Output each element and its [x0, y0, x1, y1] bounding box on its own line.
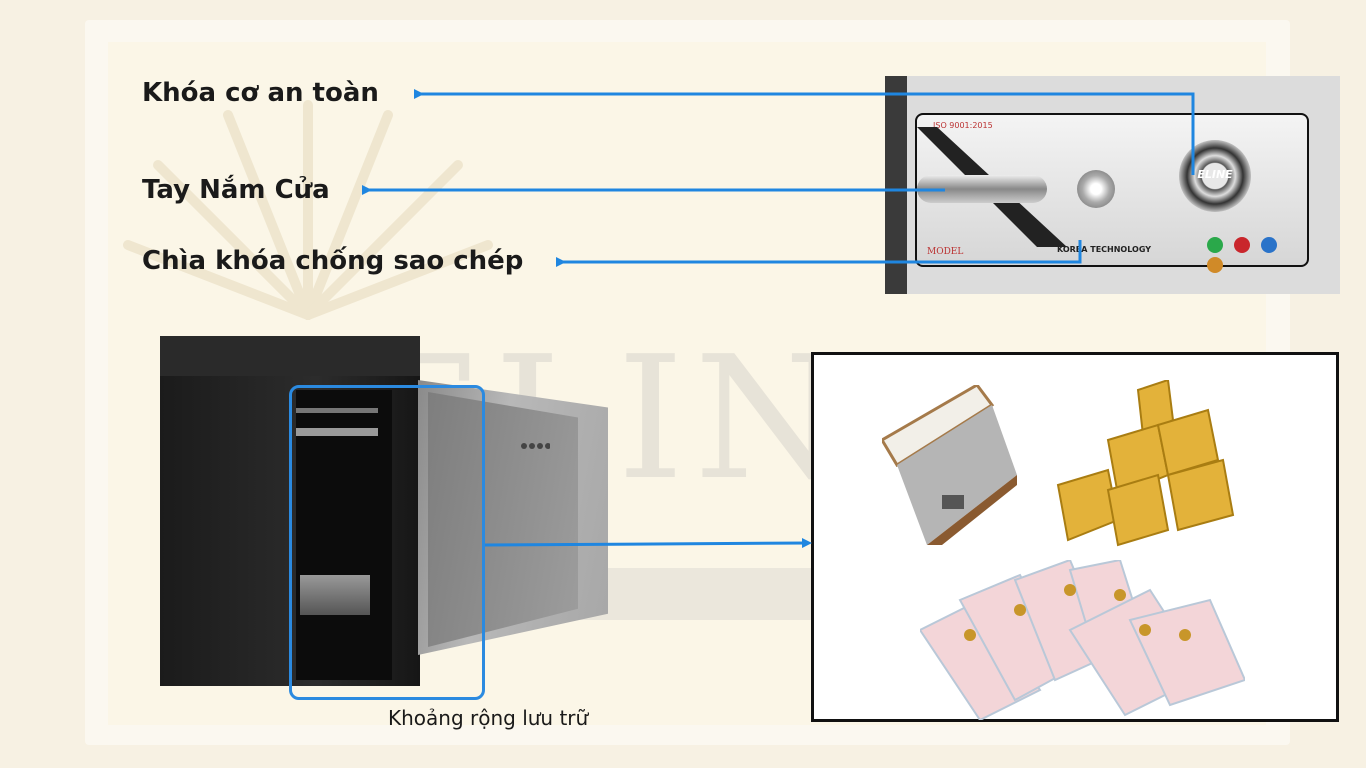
- safe-shelf-upper: [296, 408, 378, 413]
- label-anti-copy-key: Chìa khóa chống sao chép: [142, 246, 524, 276]
- lock-feature-icon: [1207, 237, 1223, 253]
- fire-feature-icon: [1234, 237, 1251, 253]
- label-mechanical-lock: Khóa cơ an toàn: [142, 78, 379, 108]
- storage-caption: Khoảng rộng lưu trữ: [388, 706, 589, 730]
- water-feature-icon: [1261, 237, 1278, 253]
- door-bolts: [521, 443, 550, 449]
- safe-door-inner: [428, 392, 578, 647]
- dial-brand: ELINE: [1197, 168, 1233, 181]
- arrow-to-key: [556, 240, 1082, 267]
- model-label: MODEL: [927, 247, 964, 257]
- label-door-handle: Tay Nắm Cửa: [142, 175, 330, 205]
- book-safe-image: [882, 385, 1017, 545]
- storage-highlight-box: [289, 385, 485, 700]
- safe-top: [160, 336, 420, 376]
- combination-dial-icon: ELINE: [1179, 140, 1251, 212]
- panel-edge: [885, 76, 907, 294]
- iso-label: ISO 9001:2015: [933, 121, 993, 130]
- gold-bars-image: [1056, 380, 1235, 547]
- key-lock-icon: [1077, 170, 1115, 208]
- sunburst-decoration: [123, 100, 493, 320]
- safe-shelf: [296, 428, 378, 436]
- safe-interior: [296, 390, 392, 680]
- gold-feature-icon: [1207, 257, 1223, 273]
- arrow-to-valuables: [484, 538, 812, 549]
- feature-icons: [1207, 237, 1307, 277]
- arrow-to-lock: [414, 89, 1195, 175]
- land-certificates-image: [920, 560, 1245, 720]
- korea-tech-label: KOREA TECHNOLOGY: [1057, 245, 1152, 254]
- safe-drawer: [300, 575, 370, 615]
